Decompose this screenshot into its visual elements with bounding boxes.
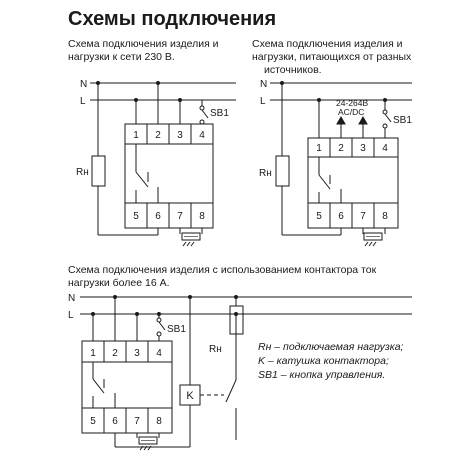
d3-terminal-2: 2 bbox=[112, 348, 118, 359]
d2-supply-voltage: 24-264В bbox=[336, 98, 368, 108]
d2-terminal-1: 1 bbox=[316, 143, 322, 154]
d1-line-l-label: L bbox=[80, 96, 86, 107]
d2-load-label: Rн bbox=[259, 168, 272, 179]
d3-line-n-label: N bbox=[68, 293, 75, 304]
diagram2: N L 1 2 3 4 5 6 7 8 SB1 bbox=[259, 79, 412, 247]
d3-line-l-label: L bbox=[68, 310, 74, 321]
d2-terminal-3: 3 bbox=[360, 143, 366, 154]
d1-terminal-6: 6 bbox=[155, 211, 161, 222]
d1-sb1-label: SB1 bbox=[210, 108, 229, 119]
d1-line-n-label: N bbox=[80, 79, 87, 90]
diagram1-caption-line2: нагрузки к сети 230 В. bbox=[68, 51, 175, 63]
d2-terminal-6: 6 bbox=[338, 211, 344, 222]
d1-terminal-7: 7 bbox=[177, 211, 183, 222]
d1-terminal-8: 8 bbox=[199, 211, 205, 222]
d1-light-sensor-icon bbox=[181, 232, 201, 247]
d3-light-sensor-icon bbox=[138, 436, 158, 451]
d3-terminal-5: 5 bbox=[90, 416, 96, 427]
d3-sb1-label: SB1 bbox=[167, 324, 186, 335]
d1-load-label: Rн bbox=[76, 167, 89, 178]
diagram1-caption-line1: Схема подключения изделия и bbox=[68, 38, 219, 50]
diagram1: N L 1 2 3 4 5 6 7 8 SB1 bbox=[76, 79, 236, 247]
d1-terminal-4: 4 bbox=[199, 130, 205, 141]
d3-relay-body bbox=[81, 340, 173, 434]
d2-light-sensor-icon bbox=[363, 232, 383, 247]
d3-terminal-7: 7 bbox=[134, 416, 140, 427]
d3-terminal-6: 6 bbox=[112, 416, 118, 427]
diagram2-caption-line3: источников. bbox=[264, 64, 322, 76]
d1-terminal-1: 1 bbox=[133, 130, 139, 141]
d2-terminal-2: 2 bbox=[338, 143, 344, 154]
d3-terminal-3: 3 bbox=[134, 348, 140, 359]
d2-sb1-label: SB1 bbox=[393, 115, 412, 126]
diagram2-caption-line2: нагрузки, питающихся от разных bbox=[252, 51, 412, 63]
diagram3-caption-line1: Схема подключения изделия с использовани… bbox=[68, 264, 377, 276]
d2-supply-arrow-icon bbox=[336, 115, 346, 125]
d2-line-l-label: L bbox=[260, 96, 266, 107]
d2-terminal-5: 5 bbox=[316, 211, 322, 222]
d2-supply-arrow-icon bbox=[358, 115, 368, 125]
d2-terminal-7: 7 bbox=[360, 211, 366, 222]
d2-load-rh bbox=[275, 155, 290, 187]
d2-relay-body bbox=[307, 137, 399, 229]
d2-terminal-4: 4 bbox=[382, 143, 388, 154]
d1-load-rh bbox=[91, 155, 106, 187]
legend-load: Rн – подключаемая нагрузка; bbox=[258, 341, 404, 353]
d3-terminal-4: 4 bbox=[156, 348, 162, 359]
d2-line-n-label: N bbox=[260, 79, 267, 90]
d2-supply-type: AC/DC bbox=[338, 107, 364, 117]
legend-coil: K – катушка контактора; bbox=[258, 355, 389, 367]
d3-contactor-label: K bbox=[186, 390, 194, 402]
d3-load-label: Rн bbox=[209, 344, 222, 355]
legend-button: SB1 – кнопка управления. bbox=[258, 369, 386, 381]
d2-terminal-8: 8 bbox=[382, 211, 388, 222]
d3-terminal-8: 8 bbox=[156, 416, 162, 427]
page-title: Схемы подключения bbox=[68, 8, 277, 30]
diagram3-caption-line2: нагрузки более 16 А. bbox=[68, 277, 170, 289]
d1-terminal-5: 5 bbox=[133, 211, 139, 222]
diagram3: N L 1 2 3 4 5 6 7 8 bbox=[68, 293, 412, 451]
diagram2-caption-line1: Схема подключения изделия и bbox=[252, 38, 403, 50]
d3-terminal-1: 1 bbox=[90, 348, 96, 359]
d1-terminal-2: 2 bbox=[155, 130, 161, 141]
d1-terminal-3: 3 bbox=[177, 130, 183, 141]
